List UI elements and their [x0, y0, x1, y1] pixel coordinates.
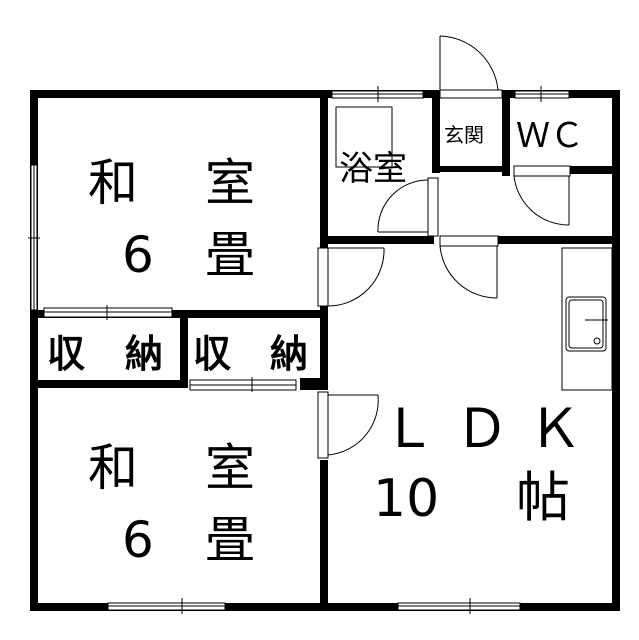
storage-label: 納	[270, 332, 308, 376]
room-label: ＬＤＫ	[382, 397, 582, 460]
room-label: 和	[88, 154, 138, 212]
room-size-unit: 畳	[205, 511, 255, 569]
bath-label: 浴室	[339, 149, 407, 189]
wc-label: ＷＣ	[516, 116, 584, 156]
storage-1: 収 納	[47, 332, 163, 376]
room-ldk: ＬＤＫ 10 帖	[373, 397, 582, 529]
room-size: 6	[122, 226, 154, 284]
storage-2: 収 納	[193, 332, 308, 376]
storage-label: 収	[193, 332, 231, 376]
kitchen-counter	[561, 247, 613, 391]
storage-label: 収	[47, 332, 85, 376]
room-label: 室	[205, 439, 255, 497]
room-label: 室	[205, 154, 255, 212]
room-washitsu-2: 和 室 6 畳	[88, 439, 255, 569]
entrance-label: 玄関	[444, 123, 484, 147]
storage-label: 納	[125, 332, 163, 376]
room-label: 和	[88, 439, 138, 497]
room-size: 10	[373, 469, 439, 529]
room-washitsu-1: 和 室 6 畳	[88, 154, 255, 284]
doors	[317, 35, 571, 459]
windows	[28, 86, 570, 614]
room-size-unit: 畳	[205, 226, 255, 284]
room-size: 6	[122, 511, 154, 569]
room-size-unit: 帖	[516, 466, 570, 529]
